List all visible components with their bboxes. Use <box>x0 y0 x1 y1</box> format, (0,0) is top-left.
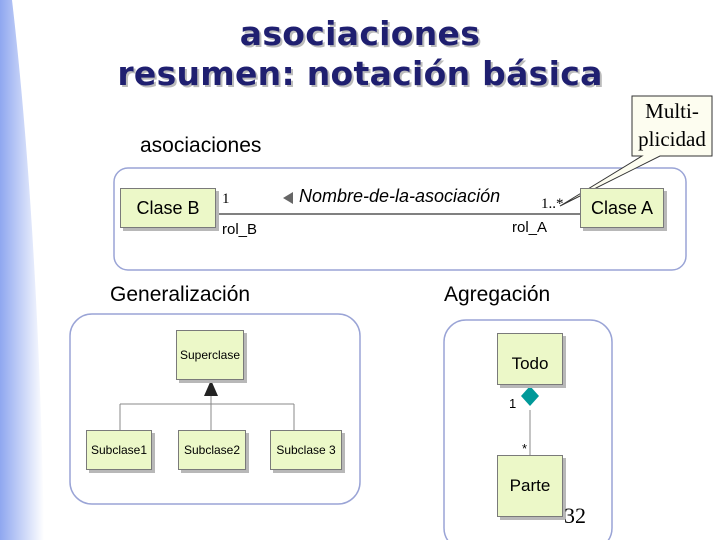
generalization-triangle-icon <box>204 380 218 396</box>
slide-title-line2: resumen: notación básica <box>117 54 603 93</box>
aggregation-frame <box>443 319 613 540</box>
callout-line2: plicidad <box>638 127 706 151</box>
aggregation-heading: Agregación <box>444 283 551 306</box>
multiplicity-a: 1..* <box>541 196 564 212</box>
part-class-box[interactable]: Parte <box>497 455 563 517</box>
role-a-label: rol_A <box>512 219 548 236</box>
page-number: 32 <box>564 503 586 528</box>
multiplicity-callout: Multi- plicidad <box>632 97 712 153</box>
subclass-2-box[interactable]: Subclase2 <box>178 430 246 470</box>
associations-heading: asociaciones <box>140 134 262 157</box>
left-decorative-bar <box>0 0 44 540</box>
subclass-3-box[interactable]: Subclase 3 <box>270 430 342 470</box>
generalization-frame <box>69 313 361 505</box>
association-name-label: Nombre-de-la-asociación <box>299 186 501 206</box>
slide-title-line1: asociaciones <box>239 14 481 53</box>
multiplicity-callout-bubble <box>559 95 713 207</box>
superclass-box[interactable]: Superclase <box>176 330 244 380</box>
whole-class-box[interactable]: Todo <box>497 333 563 385</box>
class-b-box[interactable]: Clase B <box>120 188 216 228</box>
association-direction-arrow <box>283 192 293 204</box>
aggregation-multiplicity-part: * <box>522 441 528 456</box>
class-a-box[interactable]: Clase A <box>580 188 664 228</box>
multiplicity-b: 1 <box>222 191 230 207</box>
aggregation-multiplicity-whole: 1 <box>509 396 517 411</box>
association-frame <box>113 167 687 271</box>
subclass-1-box[interactable]: Subclase1 <box>86 430 152 470</box>
callout-line1: Multi- <box>645 99 699 123</box>
role-b-label: rol_B <box>222 221 258 238</box>
generalization-heading: Generalización <box>110 283 251 306</box>
aggregation-diamond-icon <box>521 386 539 406</box>
